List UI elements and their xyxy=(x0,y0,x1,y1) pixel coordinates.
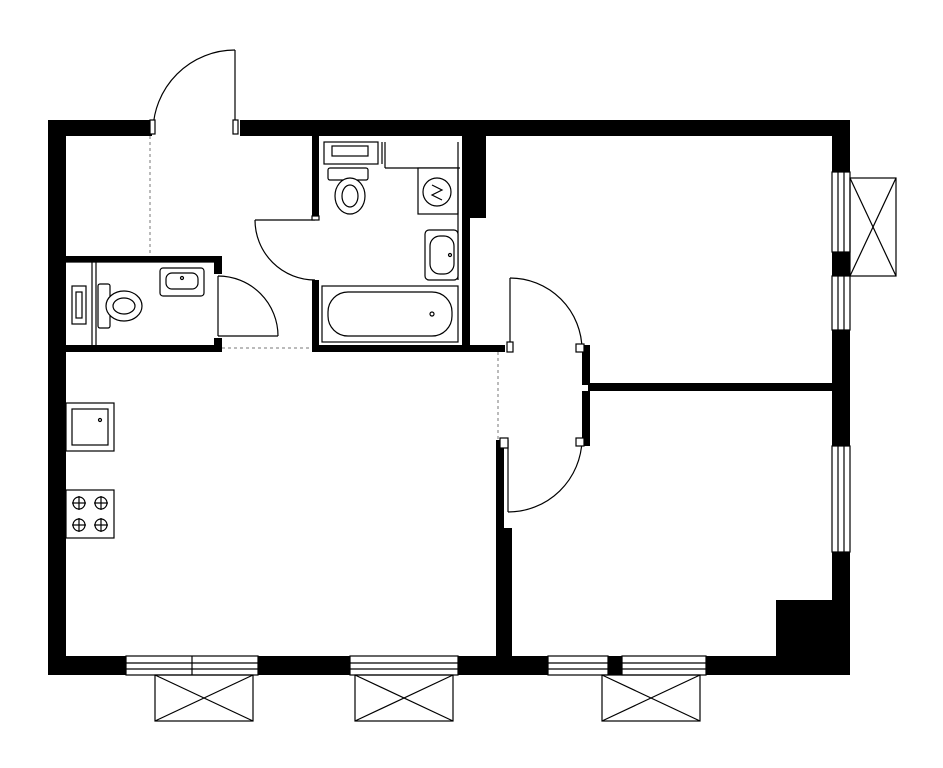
bathroom-wall-left-upper xyxy=(312,136,319,216)
balcony-bottom-1 xyxy=(154,674,254,722)
wall-left xyxy=(48,120,66,675)
windows xyxy=(125,171,851,676)
wall-bottom-5 xyxy=(706,656,850,675)
bedroom-door-jamb-upper xyxy=(582,345,590,385)
wall-bottom-2 xyxy=(258,656,350,675)
bedroom-upper-door[interactable] xyxy=(506,277,585,353)
bathroom-toilet-icon xyxy=(327,167,369,215)
wall-right-mid xyxy=(832,252,850,276)
bathroom-wall-right xyxy=(462,136,470,352)
wall-right-mid2 xyxy=(832,330,850,446)
wall-right-bottom xyxy=(832,552,850,675)
bathtub-icon xyxy=(321,285,459,343)
window-bottom-2 xyxy=(349,655,459,676)
bedroom-door-jamb-lower xyxy=(582,391,590,446)
toilet-wall-right-upper xyxy=(214,256,222,274)
balcony-bottom-3 xyxy=(601,674,701,722)
bathroom-fixtures xyxy=(321,141,460,343)
exterior-walls xyxy=(48,120,850,675)
toilet-wall-bottom xyxy=(66,345,222,352)
interior-walls xyxy=(66,120,832,656)
bathroom-door[interactable] xyxy=(254,215,320,281)
washbasin-icon xyxy=(424,229,459,281)
balconies xyxy=(154,177,897,722)
open-passages xyxy=(149,136,499,440)
toilet-room-fixtures xyxy=(66,261,214,345)
wall-bottom-4 xyxy=(608,656,622,675)
wall-bottom-3 xyxy=(458,656,548,675)
washing-machine-icon xyxy=(417,142,459,280)
toilet-room-sink-icon xyxy=(159,267,205,297)
wall-top-right-segment xyxy=(240,120,850,136)
wall-stub-top xyxy=(470,120,486,218)
kitchen-fixtures xyxy=(65,402,115,539)
kitchen-bedroom-partition-upper xyxy=(496,440,504,528)
kitchen-sink-icon xyxy=(65,402,115,452)
bathroom-wall-left-lower xyxy=(312,280,319,352)
balcony-bottom-2 xyxy=(354,674,454,722)
window-right-lower xyxy=(831,445,851,553)
corridor-wall-top xyxy=(470,345,505,352)
window-bottom-3 xyxy=(547,655,609,676)
structural-column xyxy=(776,600,832,656)
entrance-door[interactable] xyxy=(149,49,239,135)
window-bottom-1 xyxy=(125,655,259,676)
window-right-upper xyxy=(831,171,851,331)
wall-right-top xyxy=(832,120,850,172)
cooktop-icon xyxy=(65,489,115,539)
bedrooms-divider xyxy=(588,383,832,391)
toilet-door[interactable] xyxy=(217,275,279,337)
toilet-room-cabinet xyxy=(71,285,87,325)
bathroom-cabinet xyxy=(323,141,379,165)
window-bottom-4 xyxy=(621,655,707,676)
kitchen-bedroom-partition-lower xyxy=(496,528,512,656)
toilet-icon xyxy=(97,283,143,329)
wall-top-left-segment xyxy=(48,120,152,136)
bedroom-lower-door[interactable] xyxy=(499,437,585,513)
toilet-wall-top xyxy=(66,256,222,262)
balcony-right xyxy=(849,177,897,277)
bathroom-wall-bottom xyxy=(312,345,470,352)
wall-bottom-1 xyxy=(48,656,126,675)
doors xyxy=(149,49,585,513)
